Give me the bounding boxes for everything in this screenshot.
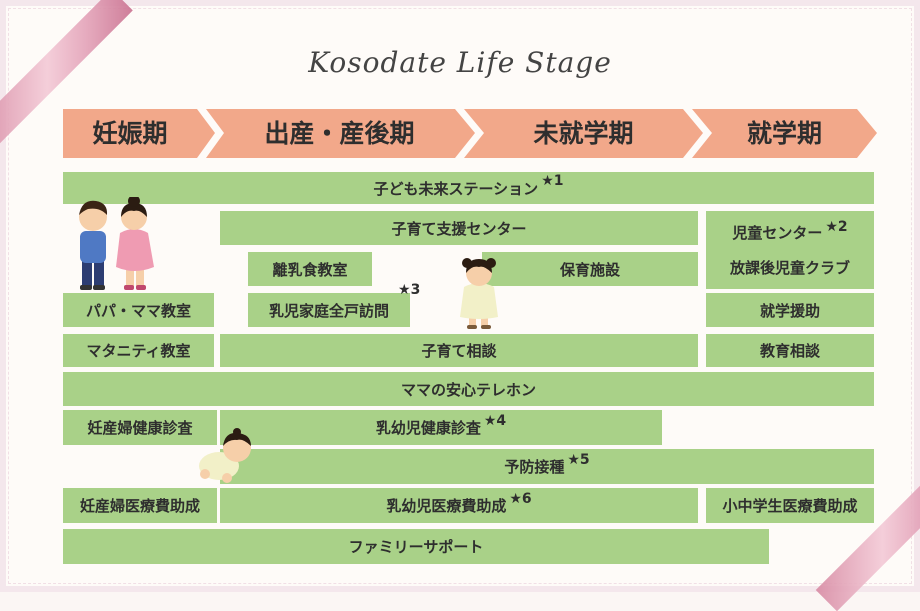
star-note-1: ★1 [541,173,564,189]
program-rinyushoku-kyoushitsu: 離乳食教室 [248,252,372,286]
child-illustration [460,258,498,329]
program-nyuyouji-kenshin: 乳幼児健康診査★4 [220,410,662,445]
baby-illustration [199,428,251,483]
program-papa-mama-kyoushitsu: パパ・ママ教室 [63,293,214,327]
program-hoiku-shisetsu: 保育施設 [482,252,698,286]
program-label: 就学援助 [759,301,820,320]
program-label: 子育て相談 [421,342,497,360]
program-label: パパ・ママ教室 [85,301,191,320]
program-shugaku-enjo: 就学援助 [706,293,874,327]
program-label: マタニティ教室 [86,342,191,360]
program-label: 妊産婦健康診査 [87,419,193,437]
star-note-3: ★3 [398,282,421,298]
program-label: ファミリーサポート [348,538,484,556]
stage-label-pregnancy: 妊娠期 [92,119,168,148]
program-label: 教育相談 [759,342,820,360]
star-note-6: ★6 [509,490,532,507]
program-family-support: ファミリーサポート [63,529,769,564]
program-maternity-kyoushitsu: マタニティ教室 [63,334,214,367]
program-nyuji-katei-houmon: 乳児家庭全戸訪問 [248,293,410,327]
program-mama-anshin-telephone: ママの安心テレホン [63,372,874,406]
program-ninsanpu-iryouhi: 妊産婦医療費助成 [63,488,217,523]
program-label: 予防接種 [504,458,565,476]
star-note-4: ★4 [483,412,507,429]
star-note-2: ★2 [825,218,848,235]
program-nyuyouji-iryouhi: 乳幼児医療費助成★6 [220,488,698,523]
program-kosodate-shien-center: 子育て支援センター [220,211,698,245]
program-jido-center-houkago: 児童センター★2 放課後児童クラブ [706,211,874,289]
program-label: 子育て支援センター [391,219,527,238]
program-label: 乳幼児医療費助成 [386,497,507,515]
program-label: 放課後児童クラブ [729,258,850,277]
program-kodomo-mirai-station: 子ども未来ステーション★1 [63,172,874,204]
stage-chevron-pregnancy [63,109,215,158]
star-note-5: ★5 [567,451,590,468]
parents-illustration [79,197,154,290]
stage-label-birth: 出産・産後期 [264,119,415,148]
stage-label-school: 就学期 [746,119,822,148]
program-label: 児童センター [732,223,823,242]
program-kyouiku-soudan: 教育相談 [706,334,874,367]
program-label: 子ども未来ステーション [373,179,539,198]
program-yobou-sesshu: 予防接種★5 [220,449,874,484]
program-kosodate-soudan: 子育て相談 [220,334,698,367]
page-title: Kosodate Life Stage [308,46,612,79]
stage-chevrons [63,109,877,158]
program-label: 小中学生医療費助成 [722,497,858,515]
program-label: 乳幼児健康診査 [375,419,481,437]
program-shochugakusei-iryouhi: 小中学生医療費助成 [706,488,874,523]
stage-chevron-birth [206,109,475,158]
program-ninsanpu-kenshin: 妊産婦健康診査 [63,410,217,445]
stage-chevron-preschool [464,109,703,158]
dashed-border [8,8,912,584]
stage-label-preschool: 未就学期 [533,119,634,148]
program-label: 保育施設 [559,260,620,279]
program-label: 乳児家庭全戸訪問 [268,301,389,320]
program-label: ママの安心テレホン [400,380,536,399]
stage-chevron-school [692,109,877,158]
program-label: 離乳食教室 [272,260,348,279]
program-label: 妊産婦医療費助成 [79,497,200,515]
